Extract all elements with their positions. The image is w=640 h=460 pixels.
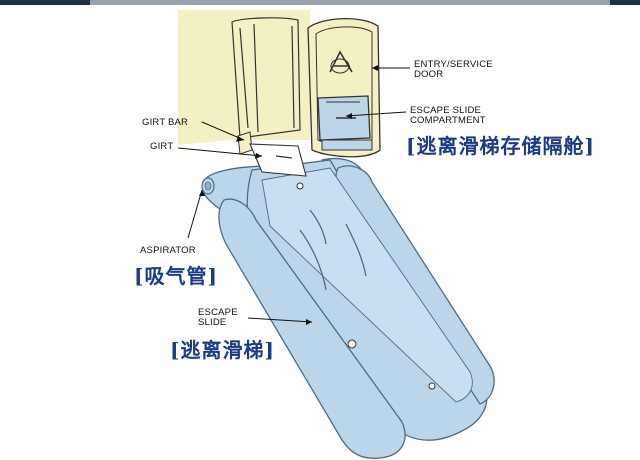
label-escape-slide-zh: [逃离滑梯]	[170, 338, 275, 362]
label-escape-slide-compartment-zh: [逃离滑梯存储隔舱]	[406, 134, 595, 158]
label-aspirator: ASPIRATOR	[140, 245, 196, 256]
leader-girt	[177, 147, 263, 157]
label-escape-slide-text: ESCAPE SLIDE	[198, 307, 238, 328]
label-escape-slide-compartment-text: ESCAPE SLIDE COMPARTMENT	[410, 105, 486, 126]
leader-arrowheads	[199, 65, 378, 325]
girt	[249, 143, 307, 177]
escape-slide	[203, 157, 495, 459]
label-girt-bar: GIRT BAR	[142, 117, 189, 128]
leader-lines	[177, 67, 410, 323]
door-frame	[231, 17, 301, 139]
leader-girt-bar	[201, 121, 245, 141]
label-aspirator-zh: [吸气管]	[134, 264, 218, 288]
girt-bar	[237, 131, 253, 155]
label-escape-slide-compartment: ESCAPE SLIDE COMPARTMENT	[410, 106, 486, 126]
header-bar-inner	[90, 0, 610, 5]
label-escape-slide: ESCAPE SLIDE	[198, 308, 238, 328]
leader-aspirator	[187, 189, 203, 239]
leader-slide-compartment	[345, 111, 407, 117]
leader-escape-slide	[247, 317, 313, 323]
slide-valves	[296, 182, 436, 390]
label-entry-service-door: ENTRY/SERVICE DOOR	[414, 60, 493, 80]
aspirator	[201, 177, 215, 195]
label-girt: GIRT	[150, 141, 174, 152]
label-entry-service-door-text: ENTRY/SERVICE DOOR	[414, 59, 493, 80]
escape-slide-compartment	[317, 95, 373, 151]
